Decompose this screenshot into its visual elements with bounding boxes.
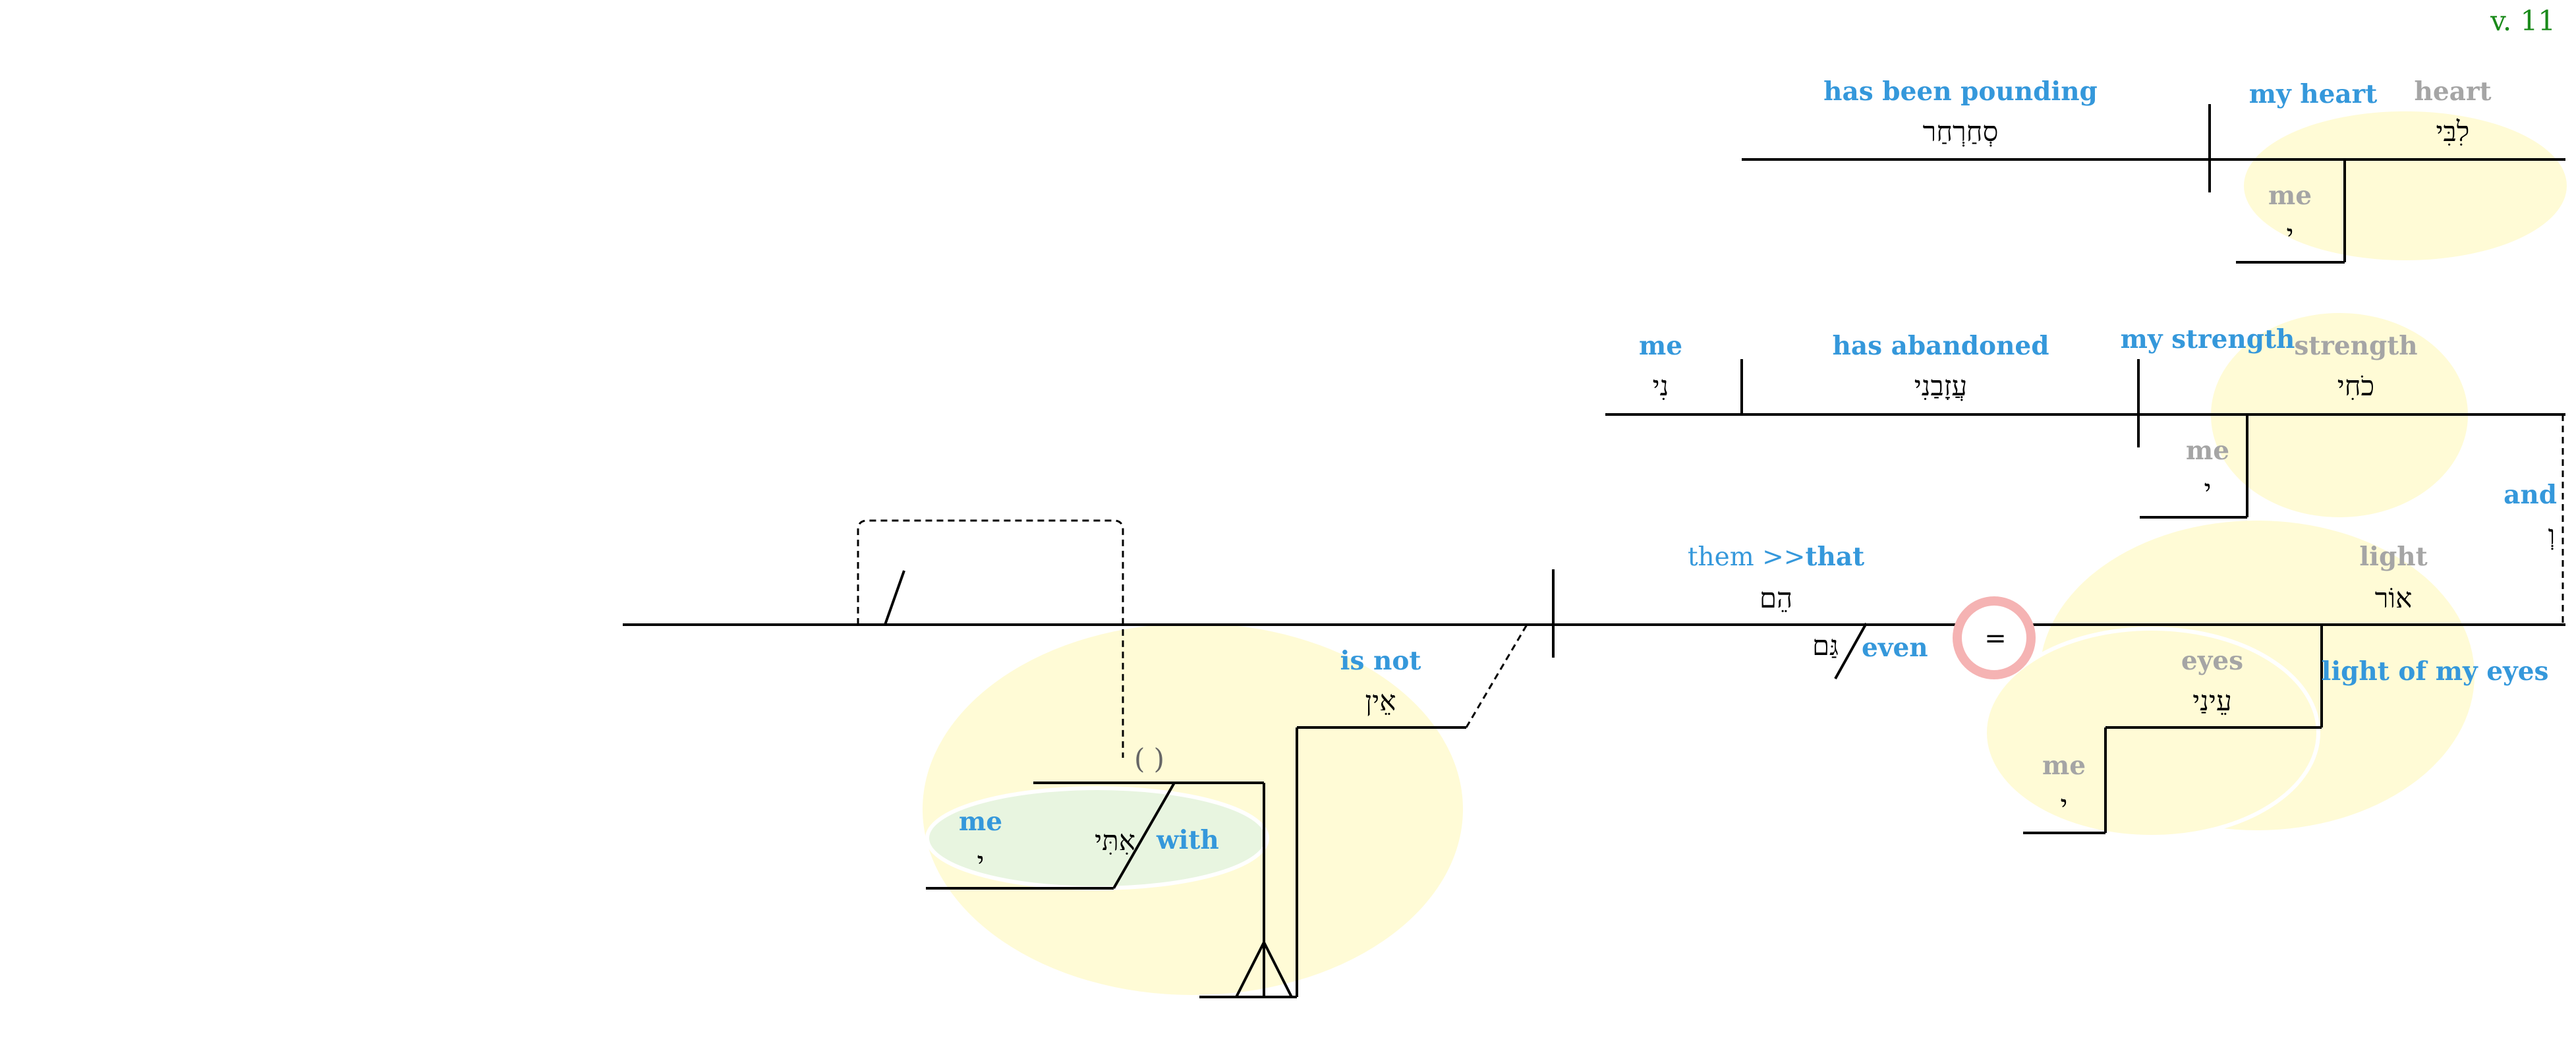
clause1-verb: סְחַרְחַר <box>1923 115 1999 148</box>
clause2-subject-gloss: my strength <box>2121 324 2295 355</box>
clause3-light-word-gloss: light <box>2359 542 2427 572</box>
clause3-even: גַּם <box>1812 629 1839 662</box>
clause3-pronoun-gloss-that: that <box>1805 542 1864 572</box>
clause1-possessor: י <box>2286 218 2293 250</box>
clause1-subject-word-gloss: heart <box>2415 76 2492 107</box>
clause3-light: אוֹר <box>2375 582 2413 614</box>
clause1-verb-gloss: has been pounding <box>1823 76 2098 107</box>
verse-label: v. 11 <box>2490 5 2556 37</box>
clause3-with: אִתִּי <box>1095 824 1135 857</box>
clause3-eyes: עֵינַי <box>2192 685 2231 717</box>
clause3-with-object: י <box>977 845 984 878</box>
clause3-negation: אֵין <box>1365 685 1396 717</box>
clause3-with-gloss: with <box>1156 825 1219 855</box>
clause3-eyes-possessor: י <box>2060 789 2067 821</box>
highlight-my-eyes <box>1983 627 2320 839</box>
clause2-verb: עֲזָבַנִי <box>1914 370 1967 402</box>
equals-ring <box>1953 596 2036 679</box>
clause2-possessor-gloss: me <box>2186 436 2229 466</box>
conjunction-gloss: and <box>2504 480 2557 510</box>
clause3-with-object-gloss: me <box>959 807 1002 837</box>
clause3-negation-gloss: is not <box>1340 646 1421 676</box>
clause2-object-gloss: me <box>1639 331 1682 361</box>
clause3-pronoun-gloss: them >>that <box>1688 542 1864 572</box>
clause2-possessor: י <box>2204 473 2211 505</box>
clause1-subject-gloss: my heart <box>2249 79 2378 109</box>
clause3-light-phrase-gloss: light of my eyes <box>2322 656 2549 687</box>
conjunction-word: וְ <box>2548 519 2556 551</box>
clause3-eyes-possessor-gloss: me <box>2042 751 2086 781</box>
clause2-verb-gloss: has abandoned <box>1832 331 2049 361</box>
clause1-lines <box>1742 104 2565 264</box>
highlight-my-heart <box>2244 111 2567 260</box>
equals-sign: = <box>1984 623 2007 654</box>
negation-dashed-connector <box>1465 624 1528 728</box>
clause3-pronoun: הֵם <box>1760 582 1792 614</box>
clause2-subject-word-gloss: strength <box>2294 331 2417 361</box>
clause3-lines <box>623 569 2565 998</box>
clause3-eyes-gloss: eyes <box>2181 646 2243 676</box>
clause2-object: נִי <box>1653 370 1669 402</box>
clause3-even-gloss: even <box>1862 633 1928 663</box>
clause1-possessor-gloss: me <box>2268 181 2312 211</box>
clause3-pronoun-gloss-prefix: them >> <box>1688 542 1806 572</box>
clause2-lines <box>1605 359 2565 519</box>
pedestal-triangle <box>1234 939 1294 998</box>
clause1-subject: לִבִּי <box>2436 115 2470 148</box>
clause3-empty-paren: ( ) <box>1134 743 1164 775</box>
clause2-subject: כֹחִי <box>2337 370 2374 402</box>
